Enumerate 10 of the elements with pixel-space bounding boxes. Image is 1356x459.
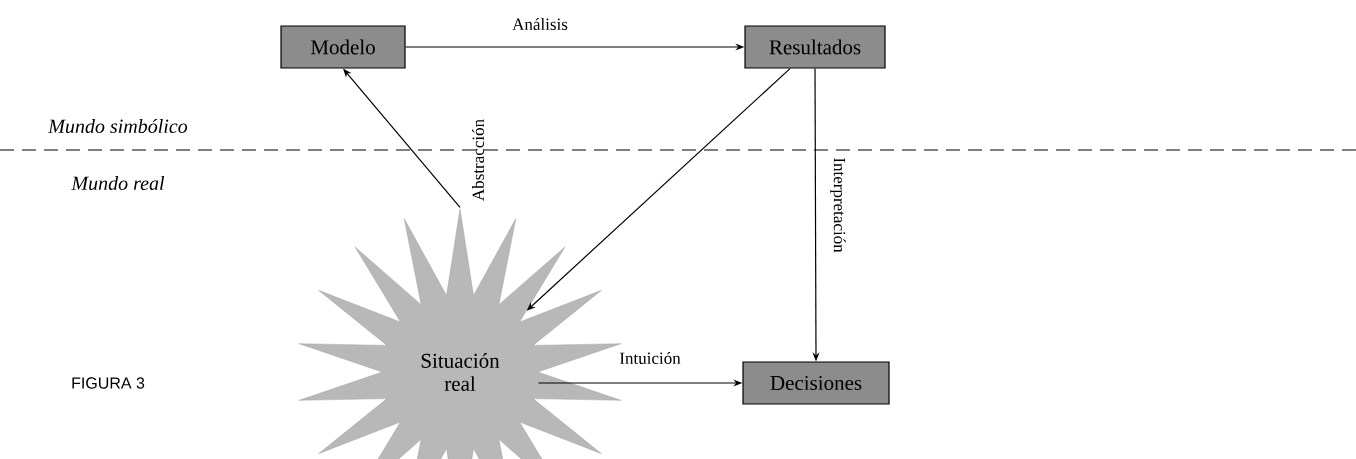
edge-label: Interpretación [830,157,846,253]
side-label: FIGURA 3 [72,377,145,389]
edge-label: Abstracción [472,119,484,201]
edge-label: Análisis [512,18,568,30]
edge-label: Intuición [619,352,681,364]
side-label: Mundo real [71,175,165,191]
process-box: Resultados [744,25,886,69]
process-box: Modelo [280,25,406,69]
side-label: Mundo simbólico [48,118,188,134]
process-box: Decisiones [742,361,890,405]
